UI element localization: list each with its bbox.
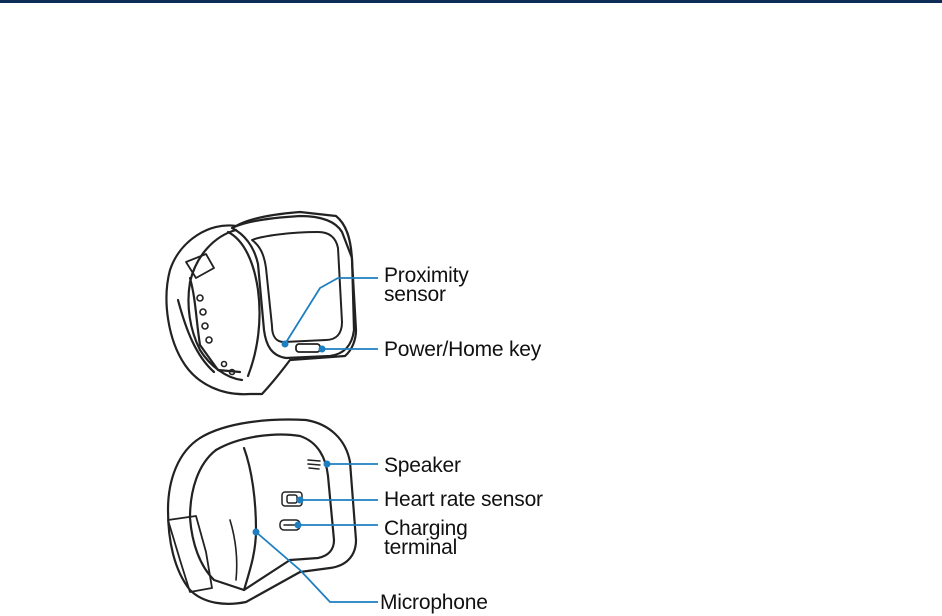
label-charging-line2: terminal	[384, 538, 468, 557]
label-heart-rate-sensor: Heart rate sensor	[384, 490, 543, 509]
leader-microphone	[256, 532, 378, 602]
watch-front-illustration	[166, 212, 356, 394]
label-charging-terminal: Charging terminal	[384, 519, 468, 557]
label-microphone: Microphone	[380, 593, 488, 612]
watch-back-illustration	[168, 420, 356, 604]
leader-proximity	[285, 278, 378, 344]
label-proximity-line2: sensor	[384, 285, 469, 304]
label-proximity-sensor: Proximity sensor	[384, 266, 469, 304]
label-power-home-key: Power/Home key	[384, 340, 541, 359]
label-speaker: Speaker	[384, 456, 461, 475]
